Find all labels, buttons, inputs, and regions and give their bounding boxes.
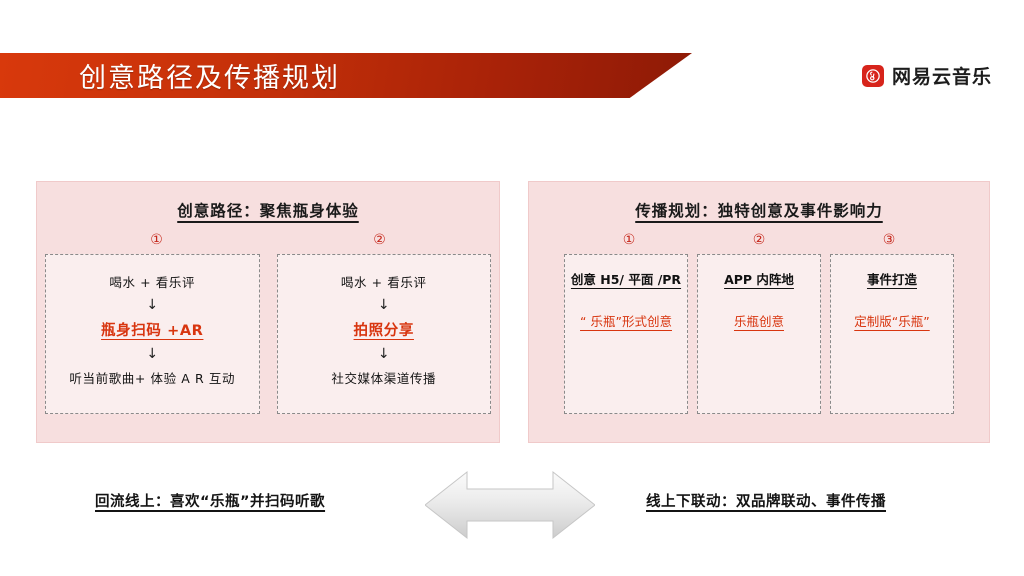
creative-path-box-2: 喝水 + 看乐评 ↓ 拍照分享 ↓ 社交媒体渠道传播 [276, 254, 491, 414]
down-arrow-icon: ↓ [377, 297, 390, 313]
flow-step-text: 听当前歌曲+ 体验 A R 互动 [69, 371, 236, 386]
box-highlight: 乐瓶创意 [733, 314, 784, 329]
communication-plan-panel-title: 传播规划：独特创意及事件影响力 [635, 202, 883, 220]
box-heading: 事件打造 [866, 272, 917, 287]
box-highlight: “ 乐瓶”形式创意 [580, 314, 672, 329]
creative-path-box-1: 喝水 + 看乐评 ↓ 瓶身扫码 +AR ↓ 听当前歌曲+ 体验 A R 互动 [45, 254, 260, 414]
creative-path-panel-title: 创意路径：聚焦瓶身体验 [177, 202, 359, 220]
down-arrow-icon: ↓ [146, 297, 159, 313]
double-headed-horizontal-arrow-icon [424, 468, 596, 542]
step-number-1: ① [150, 232, 163, 248]
communication-plan-box-1: 创意 H5/ 平面 /PR “ 乐瓶”形式创意 [564, 254, 688, 414]
communication-plan-box-2: APP 内阵地 乐瓶创意 [697, 254, 821, 414]
box-highlight: 定制版“乐瓶” [854, 314, 930, 329]
step-number-2: ② [373, 232, 386, 248]
bottom-caption-left: 回流线上：喜欢“乐瓶”并扫码听歌 [95, 494, 326, 510]
creative-path-panel: 创意路径：聚焦瓶身体验 ① ② 喝水 + 看乐评 ↓ 瓶身扫码 +AR ↓ 听当… [36, 181, 500, 443]
bottom-caption-right: 线上下联动：双品牌联动、事件传播 [646, 494, 886, 510]
down-arrow-icon: ↓ [146, 346, 159, 362]
brand-wordmark: 网易云音乐 [891, 66, 992, 88]
box-heading: APP 内阵地 [724, 272, 794, 287]
brand-logo: 网易云音乐 [861, 62, 992, 89]
title-banner: 创意路径及传播规划 [0, 53, 692, 98]
step-number-1: ① [622, 232, 636, 248]
page-title: 创意路径及传播规划 [79, 63, 340, 94]
netease-cloud-music-note-icon [861, 64, 884, 87]
communication-plan-boxes: 创意 H5/ 平面 /PR “ 乐瓶”形式创意 APP 内阵地 乐瓶创意 事件打… [529, 254, 989, 414]
box-heading: 创意 H5/ 平面 /PR [570, 272, 682, 287]
communication-plan-box-3: 事件打造 定制版“乐瓶” [830, 254, 954, 414]
creative-path-boxes: 喝水 + 看乐评 ↓ 瓶身扫码 +AR ↓ 听当前歌曲+ 体验 A R 互动 喝… [37, 254, 499, 414]
bottom-summary-row: 回流线上：喜欢“乐瓶”并扫码听歌 线上下联动：双品牌联动、事件传播 [0, 466, 1024, 546]
flow-step-text: 社交媒体渠道传播 [331, 371, 437, 386]
communication-plan-step-numbers: ① ② ③ [529, 233, 989, 247]
down-arrow-icon: ↓ [377, 346, 390, 362]
step-number-3: ③ [882, 232, 896, 248]
communication-plan-panel: 传播规划：独特创意及事件影响力 ① ② ③ 创意 H5/ 平面 /PR “ 乐瓶… [528, 181, 990, 443]
step-number-2: ② [752, 232, 766, 248]
flow-step-text: 喝水 + 看乐评 [340, 275, 427, 290]
flow-step-highlight: 拍照分享 [353, 323, 414, 339]
flow-step-highlight: 瓶身扫码 +AR [101, 323, 204, 339]
creative-path-step-numbers: ① ② [37, 233, 499, 247]
flow-step-text: 喝水 + 看乐评 [109, 275, 196, 290]
